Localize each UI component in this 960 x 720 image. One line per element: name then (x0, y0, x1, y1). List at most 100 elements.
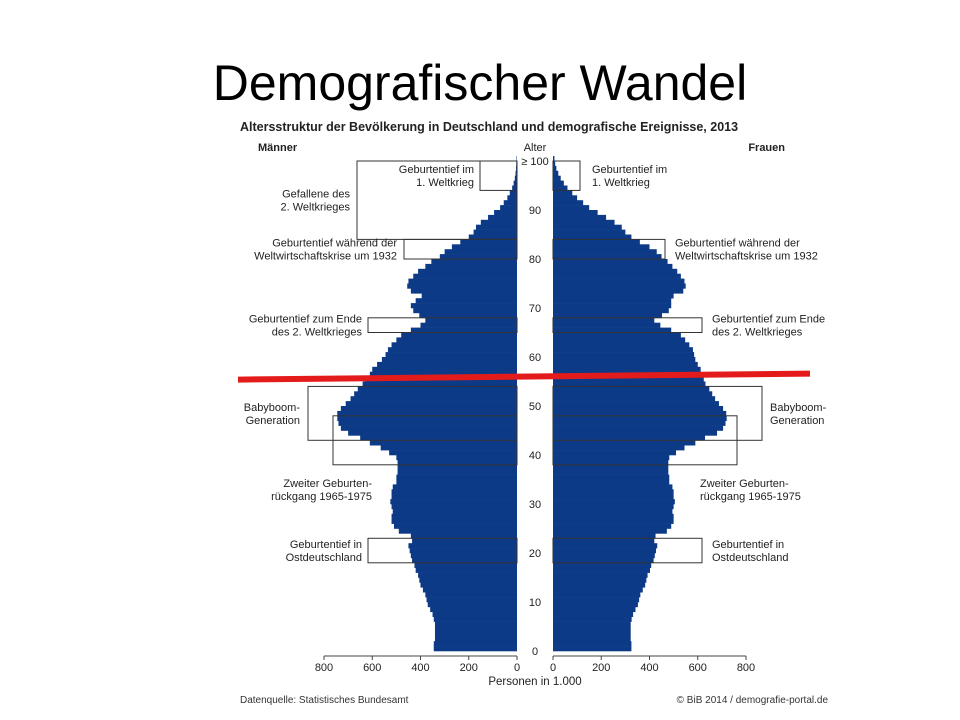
age-marker-line (237, 370, 811, 383)
age-tick-40: 40 (529, 450, 541, 462)
annotation-box (403, 238, 518, 260)
x-tick-label: 600 (689, 662, 707, 674)
slide-title: Demografischer Wandel (212, 55, 748, 111)
female-bar-age-70 (553, 303, 672, 309)
male-bar-age-71 (415, 298, 517, 304)
male-bar-age-37 (397, 464, 517, 470)
female-bar-age-58 (553, 361, 698, 368)
male-bar-age-65 (410, 327, 517, 333)
credit-note: © BiB 2014 / demografie-portal.de (677, 695, 829, 706)
female-bar-age-8 (553, 606, 636, 613)
female-bar-age-3 (553, 631, 631, 637)
annotation-label: Generation (246, 415, 300, 427)
female-bar-age-60 (553, 352, 695, 358)
male-bar-age-10 (426, 597, 517, 603)
annotation-label: 2. Weltkrieges (281, 202, 351, 214)
female-bar-age-82 (553, 244, 650, 250)
annotation-box (552, 160, 581, 191)
male-bar-age-61 (387, 347, 517, 353)
male-bar-age-46 (338, 420, 517, 426)
male-bar-age-81 (444, 249, 517, 255)
annotation-label: rückgang 1965-1975 (271, 491, 372, 503)
marker-line-group (237, 370, 811, 383)
male-bar-age-83 (460, 239, 517, 245)
female-bar-age-16 (553, 567, 650, 573)
male-bar-age-42 (369, 440, 517, 446)
annotation-label: Weltwirtschaftskrise um 1932 (254, 251, 397, 263)
male-bar-age-23 (410, 533, 517, 539)
female-bar-age-37 (553, 464, 669, 470)
annotation-label: Ostdeutschland (712, 552, 788, 564)
male-bar-age-95 (513, 180, 517, 186)
male-bar-age-35 (396, 474, 517, 480)
male-bar-age-27 (391, 513, 517, 519)
female-bar-age-61 (553, 347, 693, 353)
male-bar-age-34 (396, 479, 517, 485)
male-bar-age-7 (432, 611, 517, 617)
chart-title: Altersstruktur der Bevölkerung in Deutsc… (240, 120, 738, 134)
female-bar-age-81 (553, 249, 657, 255)
age-tick-50: 50 (529, 401, 541, 413)
male-bar-age-9 (427, 602, 517, 608)
female-bar-age-24 (553, 528, 667, 534)
male-bar-age-60 (385, 352, 517, 358)
male-bar-age-33 (392, 484, 517, 490)
male-bar-age-36 (397, 469, 517, 475)
male-bar-age-38 (397, 459, 517, 466)
female-bar-age-48 (553, 410, 727, 417)
male-bar-age-54 (362, 381, 517, 387)
male-bar-age-66 (420, 322, 517, 328)
female-bar-age-74 (553, 283, 686, 289)
female-bar-age-87 (553, 219, 615, 225)
annotation-label: des 2. Weltkrieges (272, 327, 363, 339)
female-bar-age-51 (553, 396, 716, 402)
female-bar-age-59 (553, 357, 696, 363)
female-bar-age-14 (553, 577, 647, 583)
female-bar-age-4 (553, 626, 631, 632)
male-bar-age-53 (357, 386, 517, 392)
male-bar-age-93 (509, 190, 517, 196)
male-bar-age-26 (391, 518, 517, 524)
male-bar-age-62 (391, 342, 517, 348)
female-bar-age-62 (553, 342, 690, 348)
female-bar-age-17 (553, 562, 652, 568)
male-bar-age-73 (410, 288, 517, 294)
male-bar-age-39 (396, 455, 517, 461)
female-bar-age-27 (553, 513, 674, 519)
female-bar-age-43 (553, 435, 705, 441)
female-bar-age-33 (553, 484, 673, 490)
male-bar-age-12 (422, 587, 517, 593)
female-bar-age-50 (553, 401, 719, 407)
annotation-box (552, 537, 703, 564)
x-tick-label: 400 (640, 662, 658, 674)
male-bar-age-1 (433, 641, 517, 647)
female-bar-age-11 (553, 592, 641, 598)
male-bar-age-57 (372, 366, 517, 372)
female-bar-age-53 (553, 386, 710, 392)
male-bar-age-0 (433, 646, 517, 652)
female-bar-age-42 (553, 440, 696, 446)
male-bar-age-22 (412, 538, 517, 544)
male-bar-age-32 (391, 489, 517, 495)
female-bar-age-90 (553, 205, 590, 211)
female-bar-age-69 (553, 308, 669, 314)
annotation-label: 1. Weltkrieg (592, 177, 650, 189)
female-bar-age-38 (553, 459, 669, 466)
male-bar-age-96 (514, 175, 517, 181)
annotation-label: Babyboom- (244, 402, 301, 414)
male-bar-age-28 (392, 508, 517, 515)
female-bar-age-84 (553, 234, 632, 240)
female-bar-age-15 (553, 572, 648, 578)
annotation-label: Geburtentief im (592, 164, 667, 176)
male-bar-age-68 (419, 312, 517, 319)
male-bar-age-58 (377, 361, 517, 368)
male-bar-age-69 (413, 308, 517, 314)
female-bar-age-1 (553, 641, 632, 647)
male-bar-age-5 (434, 621, 517, 627)
female-bar-age-18 (553, 557, 654, 564)
male-bar-age-8 (430, 606, 517, 613)
female-bar-age-19 (553, 553, 655, 559)
x-tick-label: 200 (460, 662, 478, 674)
